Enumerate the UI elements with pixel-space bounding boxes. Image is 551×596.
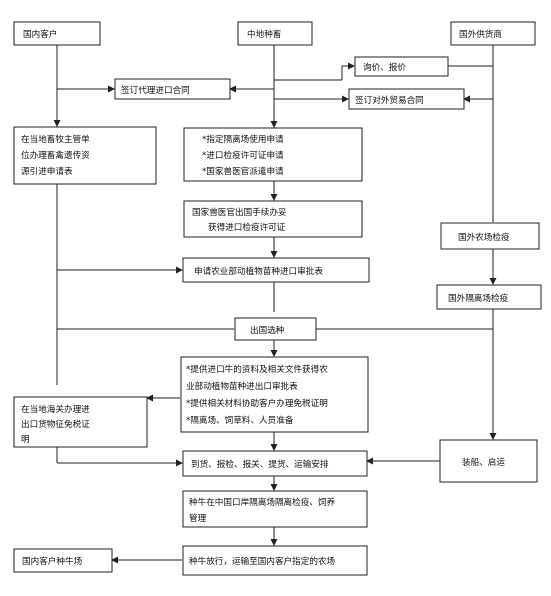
node-intermediary: 中地种畜 <box>237 21 313 46</box>
node-label-line: 管理 <box>189 512 207 524</box>
node-label: 国外供货商 <box>459 28 502 40</box>
node-apply-permits: *指定隔离场使用申请 *进口检疫许可证申请 *国家兽医官派遣申请 <box>183 127 363 182</box>
flow-connectors <box>53 45 497 564</box>
node-foreign-supplier: 国外供货商 <box>450 21 536 46</box>
node-arrival: 到货、报检、报关、提货、运输安排 <box>182 450 368 477</box>
node-label-line: *进口检疫许可证申请 <box>202 149 284 161</box>
node-foreign-trade-contract: 签订对外贸易合同 <box>348 88 465 110</box>
node-vet-permit: 国家兽医官出国手续办妥 获得进口检疫许可证 <box>183 200 363 238</box>
node-customer-farm: 国内客户种牛场 <box>13 548 113 573</box>
node-label: 出国选种 <box>250 324 285 336</box>
node-label: 中地种畜 <box>247 28 282 40</box>
node-label: 国内客户 <box>23 28 57 40</box>
node-shipping: 装船、启运 <box>439 439 538 483</box>
node-label-line: 国家兽医官出国手续办妥 <box>192 206 287 218</box>
node-domestic-customer: 国内客户 <box>13 21 101 46</box>
node-label: 国外农场检疫 <box>458 231 510 243</box>
node-label-line: 在当地畜牧主管单 <box>21 133 90 145</box>
node-label-line: 业部动植物苗种进出口审批表 <box>186 380 298 392</box>
node-label: 申请农业部动植物苗种进口审批表 <box>194 265 323 277</box>
node-label: 询价、报价 <box>363 61 406 73</box>
node-label-line: 出口货物征免税证 <box>21 418 90 430</box>
node-customs-tax-exempt: 在当地海关办理进 出口货物征免税证 明 <box>13 396 148 448</box>
node-inquiry-quote: 询价、报价 <box>354 56 449 77</box>
node-label: 装船、启运 <box>462 456 505 468</box>
node-label-line: *提供相关材料协助客户办理免税证明 <box>186 397 328 409</box>
node-selection-abroad: 出国选种 <box>234 317 317 341</box>
node-label-line: 获得进口检疫许可证 <box>208 221 286 233</box>
node-provide-documents: *提供进口牛的资料及相关文件获得农 业部动植物苗种进出口审批表 *提供相关材料协… <box>180 356 369 433</box>
node-label: 签订代理进口合同 <box>121 84 190 96</box>
node-label-line: 种牛在中国口岸隔离场隔离检疫、饲养 <box>189 496 336 508</box>
node-ministry-approval: 申请农业部动植物苗种进口审批表 <box>182 257 370 283</box>
node-release-transport: 种牛放行，运输至国内客户指定的农场 <box>182 545 368 576</box>
node-label-line: *国家兽医官派遣申请 <box>202 165 284 177</box>
node-label: 国内客户种牛场 <box>22 555 83 567</box>
node-label-line: *隔离场、饲草料、人员准备 <box>186 414 294 426</box>
node-foreign-isolation-quarantine: 国外隔离场检疫 <box>436 284 542 310</box>
node-label: 种牛放行，运输至国内客户指定的农场 <box>189 555 336 567</box>
node-foreign-farm-quarantine: 国外农场检疫 <box>440 222 540 250</box>
node-label-line: 位办理畜禽遗传资 <box>21 149 90 161</box>
node-label-line: 明 <box>21 434 30 445</box>
node-port-isolation: 种牛在中国口岸隔离场隔离检疫、饲养 管理 <box>182 490 368 528</box>
node-label-line: *提供进口牛的资料及相关文件获得农 <box>186 363 328 375</box>
node-label-line: *指定隔离场使用申请 <box>202 133 284 145</box>
node-label: 到货、报检、报关、提货、运输安排 <box>191 458 329 470</box>
node-label-line: 在当地海关办理进 <box>21 403 90 415</box>
node-label: 签订对外贸易合同 <box>355 94 424 106</box>
node-label-line: 源引进申请表 <box>21 165 73 177</box>
node-agency-contract: 签订代理进口合同 <box>114 78 231 100</box>
node-local-application: 在当地畜牧主管单 位办理畜禽遗传资 源引进申请表 <box>13 126 157 185</box>
node-label: 国外隔离场检疫 <box>448 292 509 304</box>
